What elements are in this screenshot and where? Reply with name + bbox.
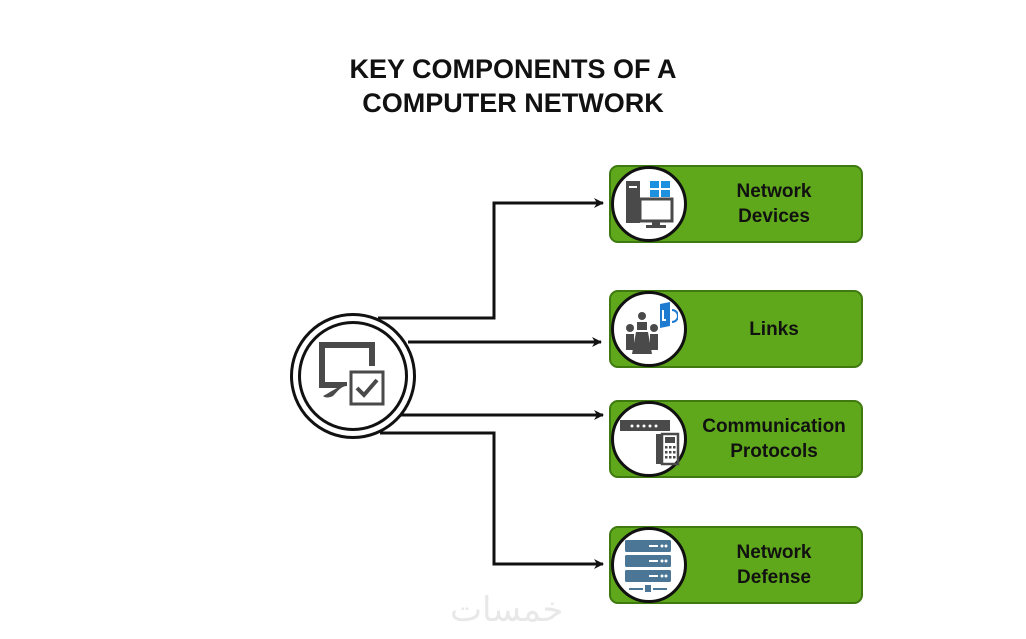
monitor-checklist-icon <box>319 342 385 406</box>
meeting-people-link-icon <box>626 302 678 354</box>
icon-badge <box>611 401 687 477</box>
watermark: خمسات <box>450 590 564 630</box>
connector-network-defense <box>380 431 604 569</box>
central-hub-node <box>290 313 416 439</box>
icon-badge <box>611 527 687 603</box>
icon-badge <box>611 291 687 367</box>
component-card-communication-protocols: Communication Protocols <box>609 400 863 478</box>
icon-badge <box>611 166 687 242</box>
component-label: Communication Protocols <box>702 416 846 462</box>
component-card-network-devices: Network Devices <box>609 165 863 243</box>
component-card-network-defense: Network Defense <box>609 526 863 604</box>
server-rack-icon <box>625 540 671 592</box>
computer-windows-icon <box>626 181 674 228</box>
component-label: Network Defense <box>736 542 812 588</box>
component-label: Network Devices <box>736 181 812 227</box>
component-card-links: Links <box>609 290 863 368</box>
diagram-title: KEY COMPONENTS OF A COMPUTER NETWORK <box>0 52 1026 120</box>
title-line-2: COMPUTER NETWORK <box>362 88 664 118</box>
title-line-1: KEY COMPONENTS OF A <box>349 54 677 84</box>
connector-network-devices <box>378 198 604 320</box>
router-phone-icon <box>620 420 680 466</box>
component-label: Links <box>749 318 799 340</box>
